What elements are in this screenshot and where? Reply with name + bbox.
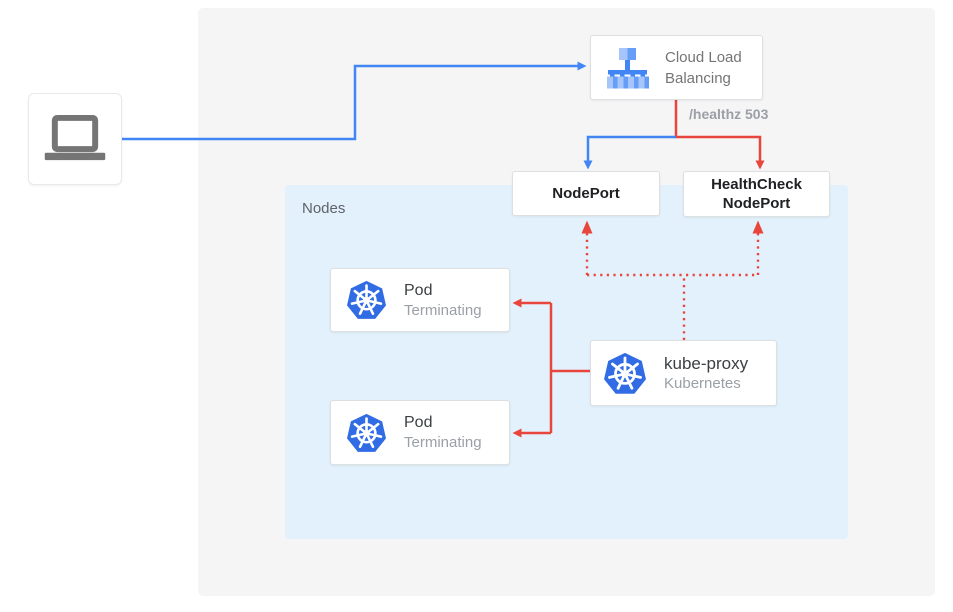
pod-title: Pod (404, 281, 433, 299)
pod-status: Terminating (404, 434, 482, 451)
healthz-status-label: /healthz 503 (689, 106, 769, 122)
pod-status: Terminating (404, 301, 482, 319)
cloud-load-balancing-label: Cloud Load Balancing (665, 48, 742, 87)
nodes-panel-label: Nodes (302, 200, 346, 217)
pod-node-2: Pod Terminating (330, 400, 510, 465)
pod-node-1: Pod Terminating (330, 268, 510, 332)
kubernetes-icon (345, 280, 388, 320)
kubernetes-icon (345, 413, 388, 453)
client-node (28, 93, 122, 185)
kubernetes-icon (602, 352, 648, 395)
nodeport-node: NodePort (512, 171, 660, 216)
healthcheck-nodeport-node: HealthCheck NodePort (683, 171, 830, 217)
cloud-load-balancing-icon (601, 44, 653, 92)
laptop-icon (42, 114, 108, 164)
kube-proxy-node: kube-proxy Kubernetes (590, 340, 777, 406)
cloud-load-balancing-node: Cloud Load Balancing (590, 35, 763, 100)
kube-proxy-subtitle: Kubernetes (664, 374, 741, 392)
healthcheck-nodeport-label: HealthCheck NodePort (711, 176, 802, 212)
kube-proxy-title: kube-proxy (664, 353, 749, 373)
nodeport-label: NodePort (552, 185, 620, 202)
pod-title: Pod (404, 414, 433, 431)
